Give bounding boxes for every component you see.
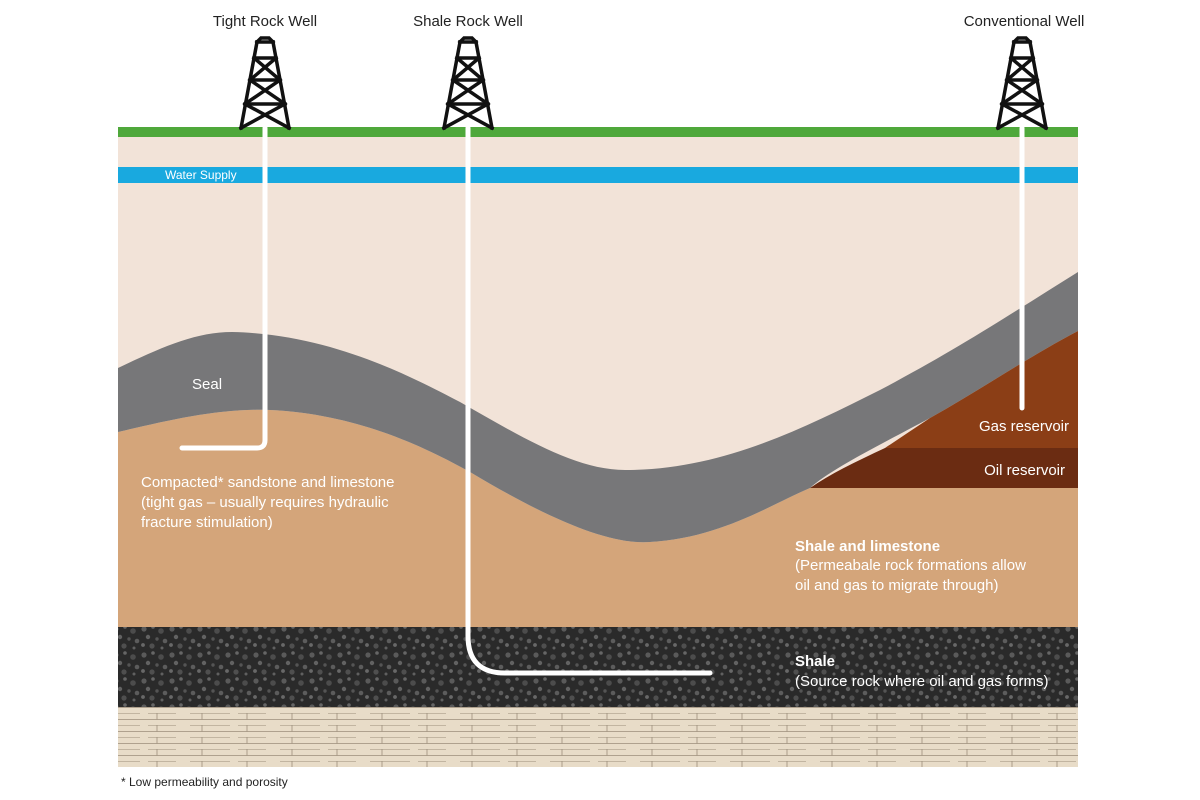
shale-desc: (Source rock where oil and gas forms) — [795, 673, 1048, 690]
gas-reservoir-layer — [885, 331, 1078, 448]
compacted-label-line-2: (tight gas – usually requires hydraulic — [141, 494, 389, 511]
ground-surface — [118, 127, 1078, 137]
derrick-icon — [238, 36, 292, 131]
gas-reservoir-label: Gas reservoir — [979, 418, 1069, 435]
water-supply-label: Water Supply — [165, 168, 237, 182]
seal-layer — [118, 272, 1078, 543]
sandstone-layer — [118, 409, 1078, 632]
bedrock-layer — [118, 707, 1078, 767]
shale-title: Shale — [795, 653, 835, 670]
compacted-label-line-3: fracture stimulation) — [141, 514, 273, 531]
derrick-icon — [995, 36, 1049, 131]
tight-well-label: Tight Rock Well — [213, 13, 317, 30]
shale-layer — [118, 627, 1078, 707]
water-supply-layer — [118, 167, 1078, 183]
derrick-icon — [441, 36, 495, 131]
shale-limestone-desc-line-2: oil and gas to migrate through) — [795, 577, 998, 594]
oil-reservoir-layer — [810, 448, 1078, 488]
conventional-well-label: Conventional Well — [964, 13, 1085, 30]
tight-well-pipe — [179, 125, 268, 451]
shale-well-label: Shale Rock Well — [413, 13, 523, 30]
seal-label: Seal — [192, 376, 222, 393]
footnote: * Low permeability and porosity — [121, 775, 288, 789]
compacted-label-line-1: Compacted* sandstone and limestone — [141, 474, 395, 491]
oil-reservoir-label: Oil reservoir — [984, 462, 1065, 479]
shale-well-pipe — [465, 125, 713, 676]
shale-limestone-desc-line-1: (Permeabale rock formations allow — [795, 557, 1026, 574]
shale-limestone-title: Shale and limestone — [795, 538, 940, 555]
